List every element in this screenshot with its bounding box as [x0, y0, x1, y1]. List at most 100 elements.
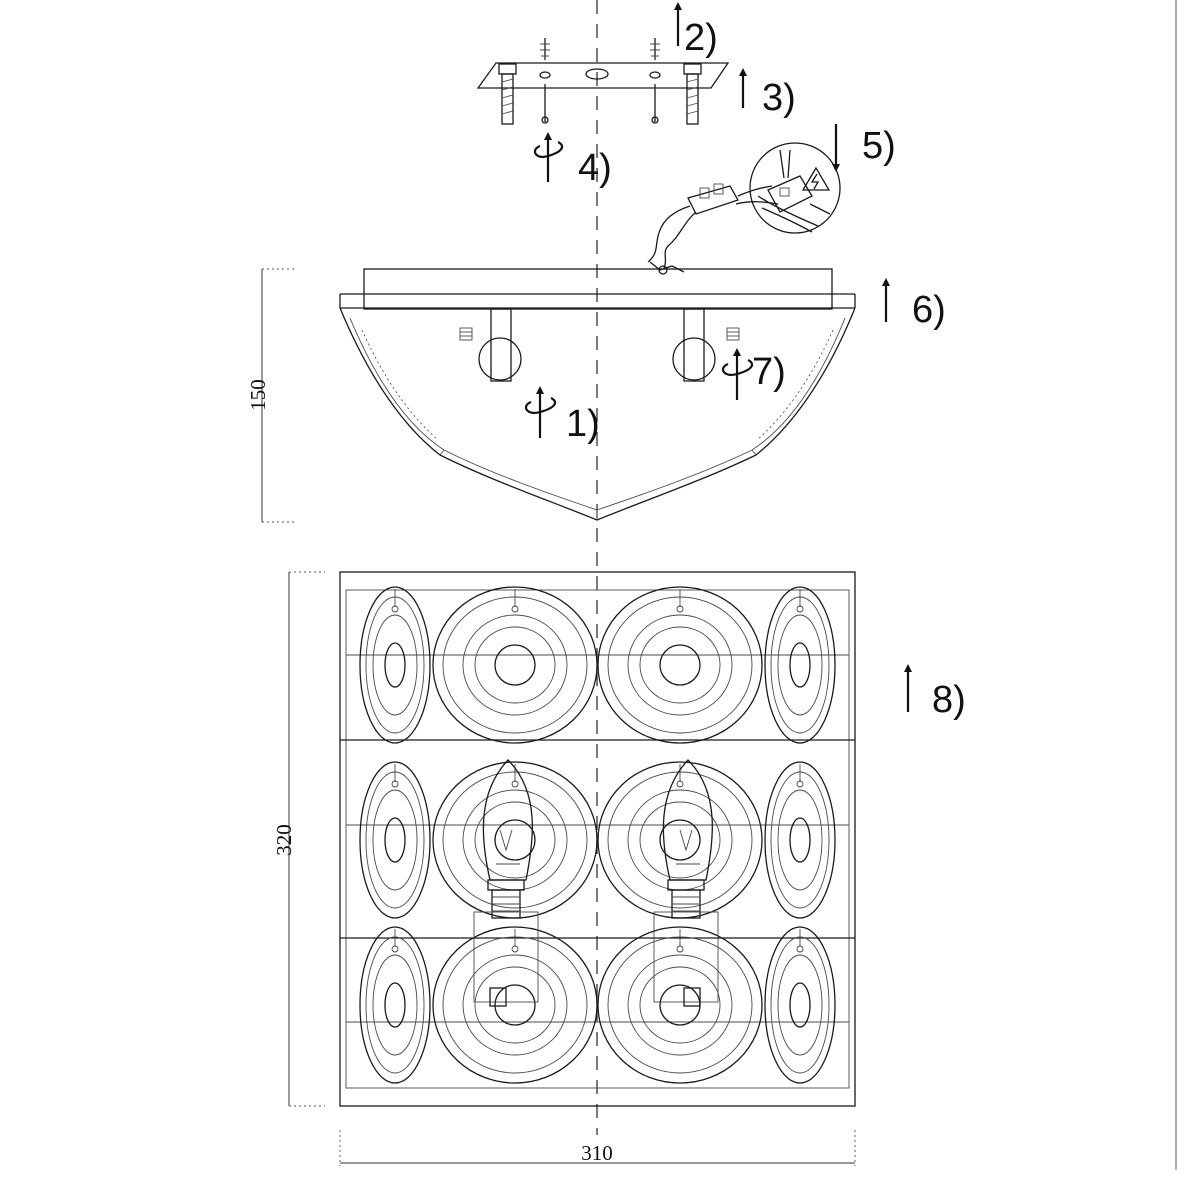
- glass-disc-ring: [359, 586, 431, 744]
- step-1-label: 1): [566, 403, 600, 445]
- high-voltage-warning-icon: [801, 166, 831, 191]
- glass-disc-ring: [432, 926, 598, 1084]
- step-6: 6): [882, 278, 946, 331]
- glass-disc-ring: [659, 644, 701, 686]
- step-1: 1): [524, 386, 600, 445]
- step-6-label: 6): [912, 289, 946, 331]
- glass-disc-ring: [384, 642, 406, 688]
- dimension-label-310: 310: [581, 1141, 613, 1165]
- glass-disc-ring: [770, 771, 830, 909]
- glass-disc-ring: [372, 614, 418, 716]
- glass-disc-ring: [442, 596, 588, 734]
- glass-disc-ring: [494, 819, 536, 861]
- glass-disc-ring: [777, 614, 823, 716]
- bulb-left: [473, 759, 539, 1007]
- disc-hook-eye: [391, 780, 399, 788]
- bulb-right: [653, 759, 719, 1007]
- glass-disc-ring: [627, 789, 733, 891]
- glass-disc-ring: [372, 789, 418, 891]
- wiring-detail-callout: [749, 142, 841, 234]
- disc-hook-eye: [391, 945, 399, 953]
- glass-disc-ring: [462, 789, 568, 891]
- wall-anchor-left: [540, 38, 550, 124]
- glass-disc-ring: [597, 586, 763, 744]
- glass-disc-ring: [365, 596, 425, 734]
- disc-hook-eye: [511, 780, 519, 788]
- glass-disc-ring: [432, 586, 598, 744]
- glass-disc-ring: [607, 771, 753, 909]
- glass-disc-ring: [597, 761, 763, 919]
- disc-hook-eye: [676, 605, 684, 613]
- glass-disc-ring: [359, 926, 431, 1084]
- socket-holder-left: [459, 308, 522, 382]
- glass-disc-ring: [659, 984, 701, 1026]
- front-view: [339, 571, 856, 1107]
- disc-hook-eye: [511, 945, 519, 953]
- dimension-width-front: 310: [339, 1130, 856, 1166]
- glass-disc-ring: [764, 926, 836, 1084]
- glass-disc-ring: [384, 982, 406, 1028]
- glass-disc-ring: [365, 936, 425, 1074]
- glass-disc-ring: [764, 586, 836, 744]
- glass-disc-ring: [384, 817, 406, 863]
- glass-disc-ring: [462, 954, 568, 1056]
- glass-disc-ring: [607, 596, 753, 734]
- glass-disc-ring: [639, 966, 721, 1044]
- wall-anchor-right: [650, 38, 660, 124]
- glass-disc-ring: [789, 982, 811, 1028]
- mounting-bolt-left: [498, 63, 517, 125]
- step-3: 3): [739, 68, 796, 119]
- disc-hook-eye: [676, 945, 684, 953]
- step-4-label: 4): [578, 147, 612, 189]
- glass-disc-ring: [474, 626, 556, 704]
- glass-disc-ring: [627, 614, 733, 716]
- dimension-label-150: 150: [246, 379, 270, 411]
- disc-hook-eye: [796, 780, 804, 788]
- step-4: 4): [533, 132, 612, 189]
- disc-hook-eye: [511, 605, 519, 613]
- socket-holder-right: [672, 308, 740, 382]
- disc-hook-eye: [391, 605, 399, 613]
- glass-disc-ring: [494, 984, 536, 1026]
- glass-disc-ring: [777, 789, 823, 891]
- glass-disc-ring: [639, 626, 721, 704]
- glass-disc-ring: [777, 954, 823, 1056]
- step-2: 2): [674, 2, 718, 59]
- glass-disc-ring: [770, 596, 830, 734]
- mounting-bolt-right: [683, 63, 702, 125]
- step-5-label: 5): [862, 125, 896, 167]
- step-8-label: 8): [932, 679, 966, 721]
- step-7-label: 7): [752, 351, 786, 393]
- glass-disc-ring: [770, 936, 830, 1074]
- glass-disc-ring: [372, 954, 418, 1056]
- glass-disc-ring: [474, 801, 556, 879]
- step-3-label: 3): [762, 77, 796, 119]
- glass-disc-ring: [494, 644, 536, 686]
- step-5: 5): [832, 124, 896, 172]
- dimension-label-320: 320: [272, 824, 296, 856]
- ceiling-plate: [363, 268, 833, 310]
- glass-discs: [359, 586, 836, 1084]
- glass-disc-ring: [627, 954, 733, 1056]
- disc-hook-eye: [676, 780, 684, 788]
- dimension-height-side: 150: [246, 268, 296, 523]
- glass-disc-ring: [474, 966, 556, 1044]
- glass-disc-ring: [764, 761, 836, 919]
- step-2-label: 2): [684, 17, 718, 59]
- front-frame-outer: [339, 571, 856, 1107]
- dimension-height-front: 320: [272, 571, 325, 1107]
- side-view: [339, 268, 856, 521]
- glass-disc-ring: [442, 771, 588, 909]
- glass-disc-ring: [659, 819, 701, 861]
- glass-disc-ring: [597, 926, 763, 1084]
- terminal-block: [647, 183, 779, 275]
- glass-disc-ring: [432, 761, 598, 919]
- glass-disc-ring: [359, 761, 431, 919]
- mounting-bracket: [476, 62, 730, 89]
- glass-disc-ring: [462, 614, 568, 716]
- glass-disc-ring: [365, 771, 425, 909]
- step-7: 7): [721, 348, 786, 400]
- glass-disc-ring: [607, 936, 753, 1074]
- glass-disc-ring: [789, 642, 811, 688]
